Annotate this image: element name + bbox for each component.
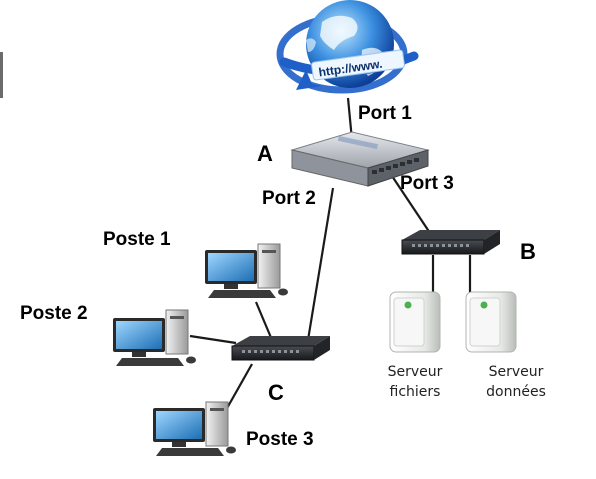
edge-artifact — [0, 52, 3, 98]
poste1-label: Poste 1 — [103, 229, 171, 250]
server-donnees-icon — [465, 291, 517, 353]
server-donnees-line1: Serveur — [488, 364, 544, 380]
poste2-computer-icon — [113, 309, 196, 366]
server-donnees-label: Serveur données — [476, 362, 556, 402]
cable-c-poste1 — [254, 301, 274, 341]
switch-b-label: B — [520, 239, 536, 264]
poste1-computer-icon — [205, 243, 288, 298]
poste3-label: Poste 3 — [246, 429, 314, 450]
switch-c-label: C — [268, 380, 284, 405]
poste3-computer-icon — [153, 401, 236, 456]
cable-a-b — [391, 175, 433, 237]
port3-label: Port 3 — [400, 173, 454, 194]
globe-icon: http://www. — [276, 0, 419, 94]
switch-b — [401, 230, 500, 255]
port2-label: Port 2 — [262, 188, 316, 209]
server-fichiers-icon — [389, 291, 441, 353]
switch-c — [231, 336, 330, 361]
switch-a — [290, 131, 430, 187]
cable-a-c — [306, 187, 335, 341]
server-fichiers-line2: fichiers — [389, 384, 441, 400]
switch-a-label: A — [257, 141, 273, 166]
port1-label: Port 1 — [358, 103, 412, 124]
server-fichiers-line1: Serveur — [387, 364, 443, 380]
cable-c-poste2 — [189, 334, 237, 345]
poste2-label: Poste 2 — [20, 303, 88, 324]
server-donnees-line2: données — [486, 384, 546, 400]
cable-c-poste3 — [225, 363, 253, 411]
server-fichiers-label: Serveur fichiers — [380, 362, 450, 402]
